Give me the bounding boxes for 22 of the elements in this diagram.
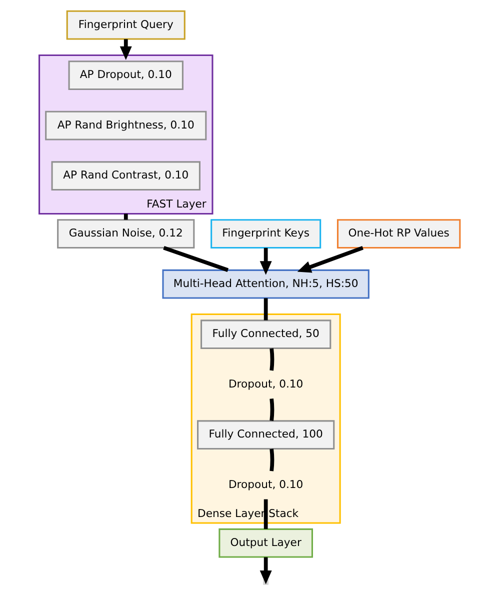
node-box: Output Layer	[218, 528, 312, 558]
node-box: Gaussian Noise, 0.12	[56, 219, 194, 249]
node-box: Fingerprint Keys	[210, 219, 321, 249]
node-box: AP Dropout, 0.10	[68, 60, 183, 90]
node-text: Dropout, 0.10	[228, 377, 303, 390]
node-box: Fully Connected, 50	[200, 320, 331, 350]
node-box: AP Rand Brightness, 0.10	[44, 110, 206, 140]
connector	[269, 398, 274, 421]
node-box: One-Hot RP Values	[336, 219, 460, 249]
arrow	[296, 246, 363, 273]
node-text: Dropout, 0.10	[228, 478, 303, 491]
connector	[269, 348, 274, 371]
connector	[123, 214, 128, 220]
node-box: AP Rand Contrast, 0.10	[50, 161, 200, 191]
node-box: Multi-Head Attention, NH:5, HS:50	[162, 269, 369, 299]
connector	[263, 298, 268, 320]
connector	[263, 499, 268, 530]
node-box: Fingerprint Query	[66, 10, 185, 40]
arrow	[119, 39, 132, 60]
node-box: Fully Connected, 100	[196, 420, 334, 450]
connector	[269, 448, 274, 472]
arrow	[259, 248, 272, 275]
